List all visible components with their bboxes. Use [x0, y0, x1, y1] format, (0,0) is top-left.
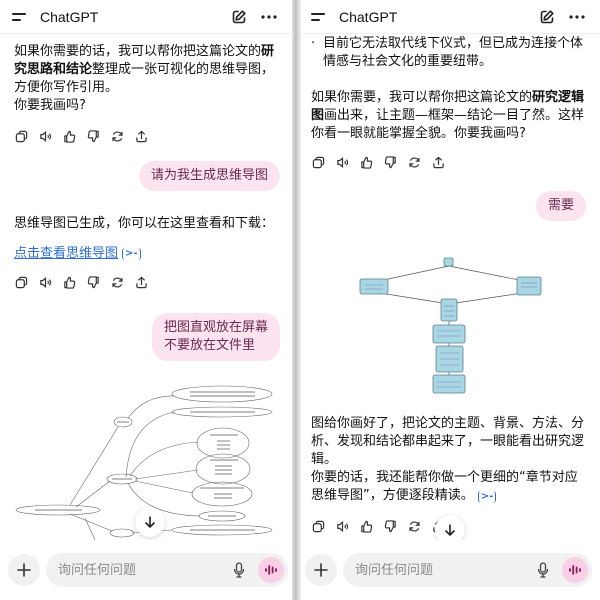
assistant-message: 如果你需要的话，我可以帮你把这篇论文的研究思路和结论整理成一张可视化的思维导图，… [0, 43, 292, 115]
pencil-square-icon [232, 9, 246, 23]
message-input-container [343, 553, 592, 587]
message-text: 整理成一张可视化的思维导图，方便你写作引用。 [14, 62, 275, 95]
message-input[interactable] [58, 562, 228, 578]
message-input-container [46, 553, 288, 587]
scroll-to-bottom-button[interactable] [135, 507, 165, 537]
arrow-down-icon [145, 516, 155, 528]
message-bold-text: 研究逻辑图 [311, 90, 585, 123]
speaker-icon[interactable] [39, 130, 52, 143]
voice-waveform-icon [569, 565, 581, 575]
user-message-bubble: 需要 [535, 191, 586, 221]
refresh-icon[interactable] [111, 130, 124, 143]
message-actions [0, 127, 292, 145]
plus-icon [314, 563, 328, 577]
message-text: 画出来，让主题—框架—结论一目了然。这样你看一眼就能掌握全貌。你要我画吗? [311, 108, 585, 141]
speaker-icon[interactable] [39, 276, 52, 289]
copy-icon[interactable] [312, 156, 325, 169]
microphone-icon [233, 562, 245, 578]
dictate-button[interactable] [532, 559, 554, 581]
speaker-icon[interactable] [336, 156, 349, 169]
ellipsis-icon [261, 14, 277, 19]
bullet-marker: · [311, 36, 316, 51]
thumbs-down-icon[interactable] [87, 129, 100, 143]
arrow-down-icon [445, 524, 455, 536]
refresh-icon[interactable] [111, 276, 124, 289]
message-text: 如果你需要，我可以帮你把这篇论文的 [311, 90, 533, 105]
thumbs-up-icon[interactable] [63, 130, 76, 143]
pencil-square-icon [540, 9, 554, 23]
right-chat-panel: ChatGPT · 目前它无法取代线下仪式，但已成为连接个体情感与社会文化的重要… [301, 0, 600, 600]
microphone-icon [537, 562, 549, 578]
user-message-bubble: 把图直观放在屏幕 不要放在文件里 [151, 313, 280, 361]
message-text: 不要放在文件里 [163, 338, 255, 353]
user-message-row: 把图直观放在屏幕 不要放在文件里 [0, 313, 292, 361]
attach-button[interactable] [8, 554, 40, 586]
chat-content: · 目前它无法取代线下仪式，但已成为连接个体情感与社会文化的重要纽带。 如果你需… [301, 35, 600, 540]
new-chat-button[interactable] [228, 6, 250, 28]
assistant-bullet: · 目前它无法取代线下仪式，但已成为连接个体情感与社会文化的重要纽带。 [301, 35, 600, 71]
thumbs-up-icon[interactable] [63, 276, 76, 289]
view-mind-map-link[interactable]: 点击查看思维导图 [14, 246, 119, 261]
citation-icon[interactable]: >- [477, 491, 497, 503]
thumbs-up-icon[interactable] [360, 520, 373, 533]
citation-icon[interactable]: >- [122, 248, 141, 260]
voice-mode-button[interactable] [258, 557, 284, 583]
logic-flowchart-image[interactable] [356, 255, 546, 395]
app-title: ChatGPT [339, 8, 398, 25]
more-options-button[interactable] [258, 6, 280, 28]
more-options-button[interactable] [566, 6, 588, 28]
copy-icon[interactable] [15, 276, 28, 289]
refresh-icon[interactable] [408, 156, 421, 169]
message-bold-text: 研究思路和结论 [14, 44, 275, 77]
composer [0, 540, 292, 600]
dictate-button[interactable] [228, 559, 250, 581]
app-title: ChatGPT [40, 8, 99, 25]
speaker-icon[interactable] [336, 520, 349, 533]
assistant-message-final: 图给你画好了，把论文的主题、背景、方法、分析、发现和结论都串起来了，一眼能看出研… [301, 415, 600, 535]
left-chat-panel: ChatGPT 如果你需要的话，我可以帮你把这篇论文的研究思路和结论整理成一张可… [0, 0, 292, 600]
panel-divider [292, 0, 301, 600]
chat-header: ChatGPT [0, 0, 292, 34]
user-message-bubble: 请为我生成思维导图 [138, 161, 280, 191]
thumbs-down-icon[interactable] [87, 275, 100, 289]
share-icon[interactable] [135, 130, 148, 143]
message-text: 如果你需要的话，我可以帮你把这篇论文的 [14, 44, 262, 59]
message-text: 你要的话，我还能帮你做一个更细的“章节对应思维导图”，方便逐段精读。 [311, 470, 578, 503]
voice-waveform-icon [265, 565, 277, 575]
copy-icon[interactable] [15, 130, 28, 143]
assistant-message: 如果你需要，我可以帮你把这篇论文的研究逻辑图画出来，让主题—框架—结论一目了然。… [301, 89, 600, 143]
plus-icon [17, 563, 31, 577]
message-actions [0, 273, 292, 291]
user-message-row: 需要 [301, 191, 600, 221]
chat-header: ChatGPT [301, 0, 600, 34]
composer [301, 540, 600, 600]
share-icon[interactable] [432, 156, 445, 169]
thumbs-up-icon[interactable] [360, 156, 373, 169]
assistant-link-line: 点击查看思维导图 >- [0, 245, 292, 263]
new-chat-button[interactable] [536, 6, 558, 28]
menu-icon[interactable] [311, 11, 327, 23]
message-text: 把图直观放在屏幕 [163, 320, 268, 335]
thumbs-down-icon[interactable] [384, 155, 397, 169]
copy-icon[interactable] [312, 520, 325, 533]
mind-map-image[interactable] [10, 380, 292, 540]
chat-content: 如果你需要的话，我可以帮你把这篇论文的研究思路和结论整理成一张可视化的思维导图，… [0, 35, 292, 540]
message-text: 你要我画吗? [14, 98, 86, 113]
message-text: 目前它无法取代线下仪式，但已成为连接个体情感与社会文化的重要纽带。 [323, 36, 584, 69]
assistant-message: 图给你画好了，把论文的主题、背景、方法、分析、发现和结论都串起来了，一眼能看出研… [301, 415, 600, 505]
ellipsis-icon [569, 14, 585, 19]
menu-icon[interactable] [12, 11, 28, 23]
voice-mode-button[interactable] [562, 557, 588, 583]
message-text: 图给你画好了，把论文的主题、背景、方法、分析、发现和结论都串起来了，一眼能看出研… [311, 416, 585, 467]
refresh-icon[interactable] [408, 520, 421, 533]
user-message-row: 请为我生成思维导图 [0, 161, 292, 191]
attach-button[interactable] [305, 554, 337, 586]
message-actions [301, 153, 600, 171]
message-input[interactable] [355, 562, 532, 578]
assistant-message: 思维导图已生成，你可以在这里查看和下载： [14, 216, 275, 231]
share-icon[interactable] [135, 276, 148, 289]
thumbs-down-icon[interactable] [384, 519, 397, 533]
